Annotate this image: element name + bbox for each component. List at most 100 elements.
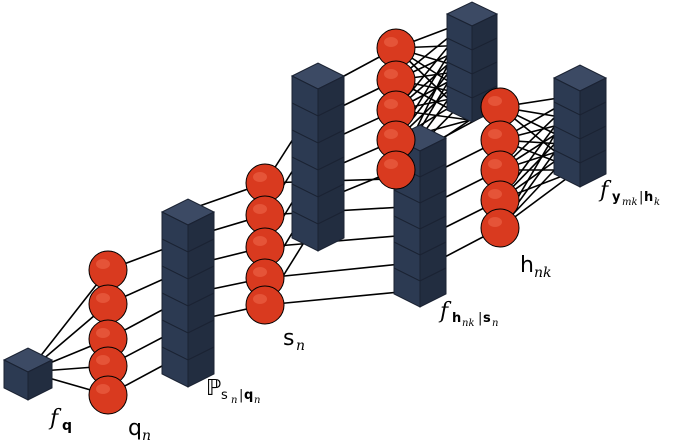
- node-highlight: [384, 129, 398, 139]
- node-highlight: [96, 293, 110, 303]
- block-segment-line: [553, 149, 607, 164]
- block-p-s-given-q: [160, 198, 216, 388]
- block-segment-line: [291, 102, 345, 117]
- label-s-n: s n: [283, 326, 305, 354]
- svg-text:|: |: [639, 190, 643, 205]
- svg-text:|: |: [478, 311, 482, 326]
- block-f-y-given-h: [552, 64, 608, 188]
- block-top-right: [445, 1, 499, 123]
- stacked-blocks: [2, 1, 608, 401]
- svg-text:n: n: [231, 395, 237, 406]
- block-segment-line: [291, 210, 345, 225]
- block-segment-line: [553, 101, 607, 116]
- node-s: [245, 258, 285, 298]
- block-segment-line: [393, 241, 447, 256]
- svg-text:nk: nk: [462, 318, 475, 329]
- node-s: [245, 227, 285, 267]
- block-segment-line: [393, 267, 447, 282]
- node-highlight: [96, 355, 110, 365]
- label-f-h-given-s: f h nk | s n: [438, 299, 498, 329]
- node-highlight: [253, 172, 267, 182]
- label-f-y-given-h: f y mk | h k: [598, 178, 660, 208]
- svg-text:f: f: [48, 406, 62, 431]
- svg-text:h: h: [520, 253, 534, 278]
- svg-text:q: q: [62, 418, 72, 434]
- svg-text:f: f: [598, 178, 612, 203]
- node-highlight: [488, 217, 502, 227]
- node-circle: [480, 87, 520, 127]
- block-segment-line: [161, 319, 215, 334]
- node-highlight: [384, 99, 398, 109]
- block-segment-line: [161, 346, 215, 361]
- node-highlight: [253, 236, 267, 246]
- block-segment-line: [291, 183, 345, 198]
- node-highlight: [488, 96, 502, 106]
- node-circle: [376, 150, 416, 190]
- node-highlight: [488, 129, 502, 139]
- node-highlight: [253, 204, 267, 214]
- svg-text:mk: mk: [622, 197, 638, 208]
- node-circle: [480, 208, 520, 248]
- svg-text:y: y: [612, 190, 621, 205]
- node-highlight: [96, 259, 110, 269]
- node-circle: [245, 285, 285, 325]
- block-segment-line: [393, 215, 447, 230]
- node-highlight: [488, 189, 502, 199]
- svg-text:n: n: [254, 395, 260, 406]
- svg-text:n: n: [492, 318, 498, 329]
- node-highlight: [96, 384, 110, 394]
- svg-text:nk: nk: [534, 265, 552, 281]
- block-segment-line: [446, 85, 498, 99]
- label-q-n: q n: [128, 416, 151, 444]
- node-h-upper: [376, 90, 416, 130]
- svg-text:s: s: [221, 388, 228, 403]
- node-highlight: [96, 328, 110, 338]
- node-s: [245, 195, 285, 235]
- node-h-upper: [376, 28, 416, 68]
- block-segment-line: [161, 292, 215, 307]
- node-q: [88, 284, 128, 324]
- svg-text:n: n: [142, 428, 151, 444]
- node-q: [88, 375, 128, 415]
- block-segment-line: [446, 37, 498, 51]
- block-segment-line: [393, 189, 447, 204]
- node-highlight: [384, 37, 398, 47]
- block-right-face: [27, 359, 53, 401]
- svg-text:q: q: [128, 416, 142, 441]
- node-circle: [88, 250, 128, 290]
- block-upper-hidden: [290, 62, 346, 252]
- node-circle: [88, 375, 128, 415]
- node-highlight: [488, 159, 502, 169]
- svg-text:n: n: [296, 338, 305, 354]
- block-segment-line: [161, 265, 215, 280]
- node-q: [88, 250, 128, 290]
- label-f-q: f q: [48, 406, 72, 434]
- block-segment-line: [291, 156, 345, 171]
- node-h: [480, 208, 520, 248]
- label-h-nk: h nk: [520, 253, 552, 281]
- svg-text:k: k: [654, 197, 660, 208]
- node-s: [245, 285, 285, 325]
- block-segment-line: [553, 125, 607, 140]
- label-p-s-given-q: ℙ s n | q n: [206, 376, 260, 406]
- svg-text:|: |: [239, 388, 243, 403]
- block-segment-line: [161, 238, 215, 253]
- svg-text:s: s: [483, 311, 491, 326]
- node-highlight: [384, 159, 398, 169]
- svg-text:f: f: [438, 299, 452, 324]
- node-highlight: [384, 69, 398, 79]
- node-h-upper: [376, 150, 416, 190]
- node-circle: [88, 284, 128, 324]
- node-q: [88, 319, 128, 359]
- svg-text:ℙ: ℙ: [206, 376, 221, 401]
- block-f-q: [2, 347, 54, 401]
- node-h: [480, 87, 520, 127]
- node-q: [88, 346, 128, 386]
- node-s: [245, 163, 285, 203]
- neuron-nodes: [88, 28, 520, 415]
- block-segment-line: [291, 129, 345, 144]
- node-highlight: [253, 294, 267, 304]
- node-h: [480, 120, 520, 160]
- svg-text:h: h: [452, 311, 461, 326]
